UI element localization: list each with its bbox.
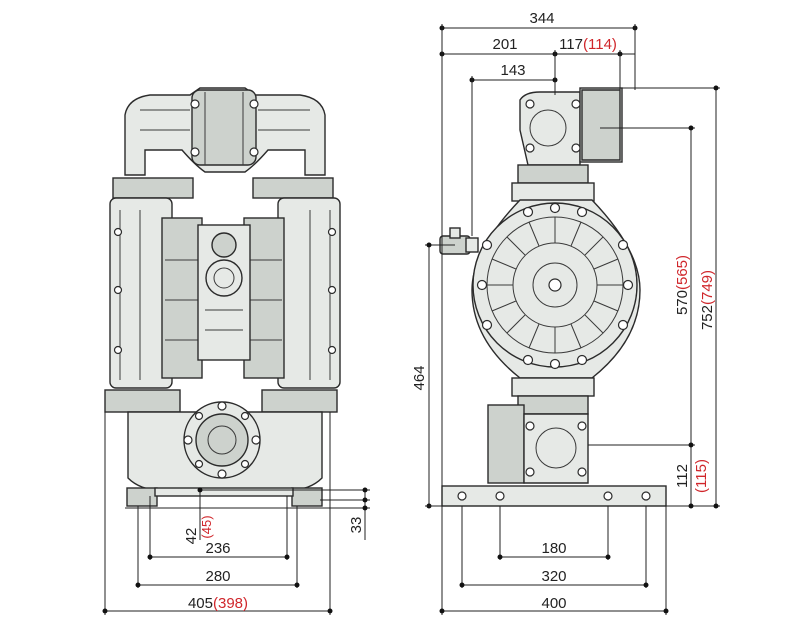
dim-405-value: 405: [188, 595, 213, 612]
dim-752-alt-value: (749): [699, 270, 716, 305]
dim-752-value: 752: [699, 305, 716, 330]
dim-33-label: 33: [348, 517, 365, 534]
dim-752-label: 752(749): [699, 270, 716, 330]
pump-side-view: [439, 87, 667, 507]
dim-201-label: 201: [492, 36, 517, 53]
front-view-dimension-lines: [102, 412, 370, 615]
dim-400-label: 400: [541, 595, 566, 612]
dim-117-value: 117: [559, 36, 583, 53]
dim-42-alt-label: (45): [199, 515, 214, 538]
dim-42-label: 42: [183, 528, 200, 545]
dim-570-value: 570: [674, 290, 691, 315]
dim-236-label: 236: [205, 540, 230, 557]
dim-570-alt-value: (565): [674, 255, 691, 290]
dim-320-label: 320: [541, 568, 566, 585]
pump-front-view: [104, 87, 341, 507]
dim-180-label: 180: [541, 540, 566, 557]
dim-117-alt-value: (114): [583, 36, 617, 53]
dim-112-label: 112: [674, 464, 691, 488]
dim-117-label: 117(114): [559, 36, 617, 53]
dim-112-alt-label: (115): [693, 459, 710, 493]
dim-280-label: 280: [205, 568, 230, 585]
dim-570-label: 570(565): [674, 255, 691, 315]
dim-143-label: 143: [500, 62, 525, 79]
dim-344-label: 344: [529, 10, 554, 27]
side-view-dimension-lines: [425, 24, 720, 615]
dim-405-alt-value: (398): [213, 595, 248, 612]
dim-405-label: 405(398): [188, 595, 248, 612]
diaphragm-ribs: [487, 217, 623, 353]
dim-464-label: 464: [411, 365, 428, 390]
